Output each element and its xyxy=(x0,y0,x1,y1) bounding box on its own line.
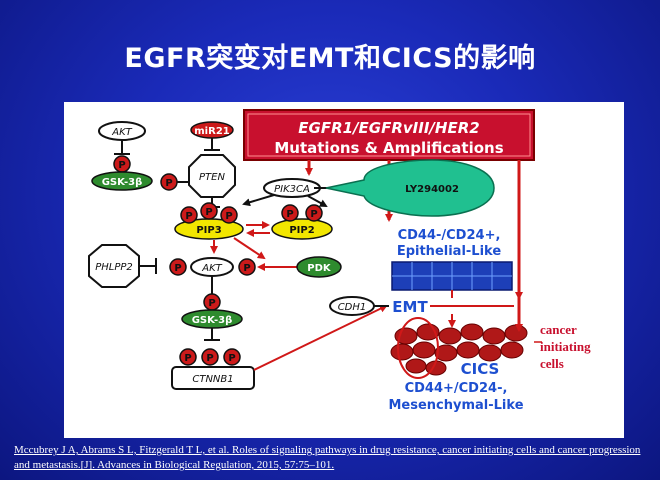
cancer-cells-label-line1: cancer xyxy=(540,322,577,337)
akt-top-label: AKT xyxy=(111,127,132,138)
svg-text:P: P xyxy=(118,160,125,171)
phlpp2-label: PHLPP2 xyxy=(95,262,133,273)
pdk-node xyxy=(296,256,342,278)
epithelial-cells xyxy=(391,261,513,291)
cancer-cells-label-line3: cells xyxy=(540,356,564,371)
p-circle xyxy=(200,202,218,220)
ctnnb1-node xyxy=(171,366,255,390)
svg-text:P: P xyxy=(228,353,235,364)
svg-text:P: P xyxy=(225,211,232,222)
phlpp2-node xyxy=(88,244,140,288)
p-circle xyxy=(305,204,323,222)
mutations-banner-line1: EGFR1/EGFRvIII/HER2 xyxy=(298,119,479,137)
ctnnb1-label: CTNNB1 xyxy=(192,374,233,385)
svg-text:P: P xyxy=(310,209,317,220)
svg-text:P: P xyxy=(206,353,213,364)
mutations-banner-line2: Mutations & Amplifications xyxy=(274,139,503,157)
p-circle xyxy=(281,204,299,222)
cics-cell-cluster xyxy=(390,323,528,376)
gsk3b-top-label: GSK-3β xyxy=(102,177,143,188)
svg-text:P: P xyxy=(243,263,250,274)
pdk-label: PDK xyxy=(307,263,332,274)
cics-label: CICS xyxy=(461,360,500,378)
ly294002-callout xyxy=(325,159,495,217)
svg-text:P: P xyxy=(185,211,192,222)
epithelial-label-line2: Epithelial-Like xyxy=(397,244,502,259)
pik3ca-label: PIK3CA xyxy=(274,184,310,195)
ly294002-label: LY294002 xyxy=(405,184,459,195)
slide-title: EGFR突变对EMT和CICS的影响 xyxy=(124,43,536,74)
cancer-cells-label-line2: initiating xyxy=(540,339,591,354)
gsk3b-top-node xyxy=(91,171,153,191)
epithelial-label-line1: CD44-/CD24+, xyxy=(398,228,501,243)
mesenchymal-label-line2: Mesenchymal-Like xyxy=(388,398,523,413)
p-circle xyxy=(238,258,256,276)
svg-text:P: P xyxy=(165,178,172,189)
pip2-node xyxy=(271,218,333,240)
pten-label: PTEN xyxy=(199,172,225,183)
svg-text:P: P xyxy=(286,209,293,220)
p-circle xyxy=(179,348,197,366)
mir21-label: miR21 xyxy=(194,126,230,137)
pip3-label: PIP3 xyxy=(196,225,221,236)
cdh1-label: CDH1 xyxy=(338,302,367,313)
emt-label: EMT xyxy=(392,298,428,316)
akt-mid-label: AKT xyxy=(201,263,222,274)
p-circle xyxy=(169,258,187,276)
pathway-figure: EGFR1/EGFRvIII/HER2 Mutations & Amplific… xyxy=(64,102,624,438)
mesenchymal-label-line1: CD44+/CD24-, xyxy=(405,381,508,396)
citation-link[interactable]: Mccubrey J A, Abrams S L, Fitzgerald T L… xyxy=(14,444,641,471)
gsk3b-bottom-label: GSK-3β xyxy=(192,315,233,326)
p-circle xyxy=(180,206,198,224)
mutations-banner: EGFR1/EGFRvIII/HER2 Mutations & Amplific… xyxy=(243,109,535,161)
svg-text:P: P xyxy=(184,353,191,364)
p-circle xyxy=(223,348,241,366)
svg-text:P: P xyxy=(174,263,181,274)
pip2-label: PIP2 xyxy=(289,225,314,236)
pathway-diagram: EGFR1/EGFRvIII/HER2 Mutations & Amplific… xyxy=(88,109,591,413)
p-circle xyxy=(201,348,219,366)
svg-text:P: P xyxy=(208,298,215,309)
p-circle xyxy=(220,206,238,224)
svg-text:P: P xyxy=(205,207,212,218)
pten-node xyxy=(188,154,236,198)
